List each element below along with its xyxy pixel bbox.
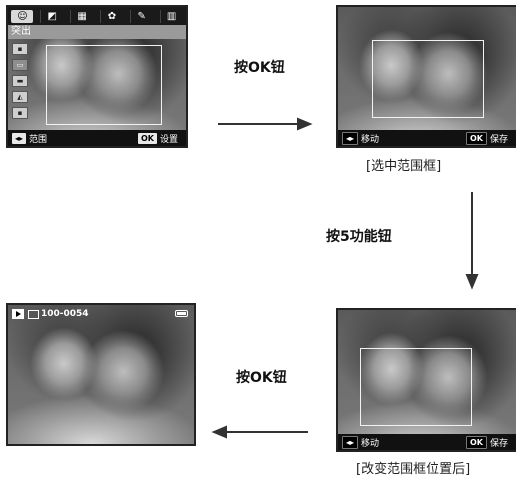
playback-info: 100-0054 bbox=[12, 309, 89, 319]
ok-key: OK bbox=[465, 131, 487, 145]
portrait-photo bbox=[8, 305, 194, 444]
arrow-down-head bbox=[465, 274, 479, 290]
arrow-left-head bbox=[211, 425, 227, 439]
selection-frame[interactable] bbox=[372, 40, 484, 118]
note-press-5-function: 按5功能钮 bbox=[326, 229, 392, 245]
portrait-photo bbox=[338, 7, 516, 146]
caption-frame-selected: [选中范围框] bbox=[366, 159, 442, 174]
move-key-icon: ◂▸ bbox=[342, 435, 359, 449]
caption-frame-moved: [改变范围框位置后] bbox=[356, 462, 471, 477]
selection-frame[interactable] bbox=[360, 348, 472, 426]
menu-title: 突出 bbox=[8, 25, 186, 39]
tab-smile-icon[interactable]: ☺ bbox=[11, 9, 34, 23]
screen-frame-selected: ◂▸ 移动 OK 保存 bbox=[336, 5, 516, 148]
screen-effect-menu: ☺ ◩ ▦ ✿ ✎ ▥ 突出 ▪ ▭ ▬ ◭ ▪ ◂▸ 范围 OK 设置 bbox=[6, 5, 188, 148]
tab-brush-icon[interactable]: ✎ bbox=[129, 9, 153, 23]
tab-palette-icon[interactable]: ✿ bbox=[99, 9, 123, 23]
range-label: 范围 bbox=[29, 134, 48, 145]
note-press-ok-bottom: 按OK钮 bbox=[236, 370, 287, 386]
save-label: 保存 bbox=[489, 438, 508, 449]
save-label: 保存 bbox=[489, 134, 508, 145]
tab-frame-icon[interactable]: ◩ bbox=[40, 9, 63, 23]
option-1-icon[interactable]: ▪ bbox=[12, 43, 28, 55]
battery-icon bbox=[175, 310, 188, 317]
effect-option-list: ▪ ▭ ▬ ◭ ▪ bbox=[12, 43, 32, 123]
note-press-ok-top: 按OK钮 bbox=[234, 60, 285, 76]
ok-key: OK bbox=[465, 435, 487, 449]
arrow-right-head bbox=[297, 117, 313, 131]
file-number: 100-0054 bbox=[41, 309, 89, 319]
tab-film-icon[interactable]: ▥ bbox=[159, 9, 183, 23]
move-label: 移动 bbox=[361, 134, 380, 145]
play-icon bbox=[12, 309, 24, 319]
move-key-icon: ◂▸ bbox=[342, 131, 359, 145]
bottom-help-bar: ◂▸ 移动 OK 保存 bbox=[338, 130, 516, 146]
lr-key-icon: ◂▸ bbox=[12, 132, 27, 144]
screen-frame-moved: ◂▸ 移动 OK 保存 bbox=[336, 308, 516, 452]
menu-tab-bar: ☺ ◩ ▦ ✿ ✎ ▥ bbox=[8, 7, 186, 25]
option-5-icon[interactable]: ▪ bbox=[12, 107, 28, 119]
screen-playback-result: 100-0054 bbox=[6, 303, 196, 446]
option-4-icon[interactable]: ◭ bbox=[12, 91, 28, 103]
bottom-help-bar: ◂▸ 范围 OK 设置 bbox=[8, 130, 186, 146]
option-2-icon[interactable]: ▭ bbox=[12, 59, 28, 71]
portrait-photo bbox=[338, 310, 516, 450]
option-3-icon[interactable]: ▬ bbox=[12, 75, 28, 87]
tab-composite-icon[interactable]: ▦ bbox=[70, 9, 93, 23]
folder-icon bbox=[28, 309, 39, 319]
selection-frame bbox=[46, 45, 162, 125]
ok-key: OK bbox=[137, 132, 157, 144]
set-label: 设置 bbox=[159, 134, 178, 145]
move-label: 移动 bbox=[361, 438, 380, 449]
bottom-help-bar: ◂▸ 移动 OK 保存 bbox=[338, 434, 516, 450]
